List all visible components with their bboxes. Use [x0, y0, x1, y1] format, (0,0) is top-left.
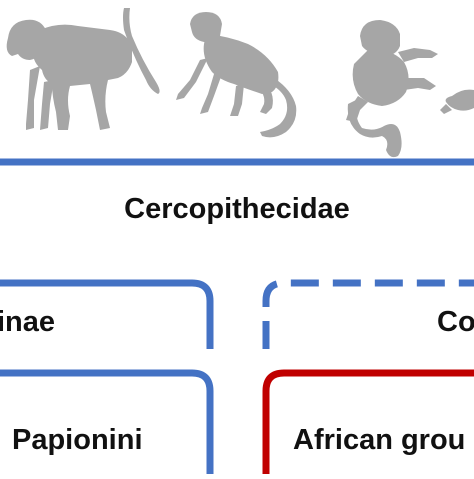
subfamily-right-label: Co [437, 306, 474, 338]
right-subfamily-bracket-dashed [262, 279, 474, 349]
right-tribe-bracket [262, 369, 474, 474]
left-subfamily-bracket [0, 279, 214, 349]
left-tribe-bracket [0, 369, 214, 474]
family-label: Cercopithecidae [124, 193, 350, 225]
tribe-right-label: African grou [293, 424, 466, 456]
partial-monkey-silhouette-icon [440, 89, 474, 114]
tribe-left-label: Papionini [12, 424, 143, 456]
long-tailed-monkey-silhouette-icon [176, 12, 297, 138]
subfamily-left-label: inae [0, 306, 56, 338]
colobus-monkey-silhouette-icon [346, 20, 438, 158]
baboon-silhouette-icon [6, 8, 160, 131]
